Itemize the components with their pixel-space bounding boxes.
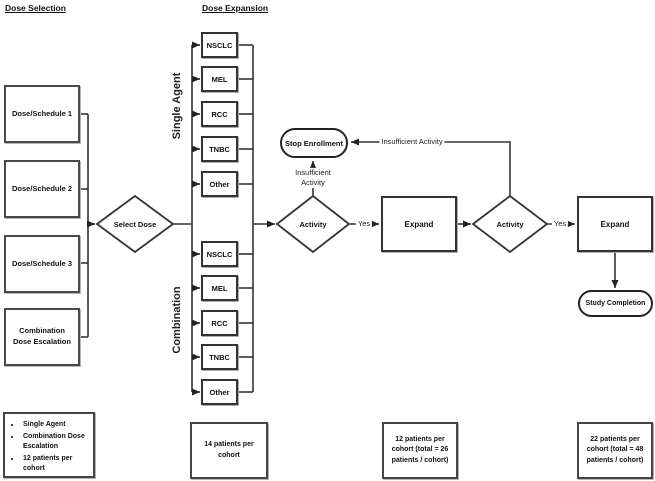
cohort-box-rcc-single: RCC — [201, 101, 238, 127]
cohort-box-other-combination: Other — [201, 379, 238, 405]
cohort-box-mel-combination: MEL — [201, 275, 238, 301]
cohort-box-mel-single: MEL — [201, 66, 238, 92]
cohort-box-rcc-combination: RCC — [201, 310, 238, 336]
cohort-box-nsclc-combination: NSCLC — [201, 241, 238, 267]
cohort-box-tnbc-single: TNBC — [201, 136, 238, 162]
activity-1-diamond-shape — [275, 194, 351, 254]
dose-schedule-2-box: Dose/Schedule 2 — [4, 160, 80, 218]
select-dose-diamond-shape — [95, 194, 175, 254]
study-completion-terminator: Study Completion — [578, 290, 653, 317]
expand-2-box: Expand — [577, 196, 653, 252]
cohort-box-other-single: Other — [201, 171, 238, 197]
dose-schedule-3-box: Dose/Schedule 3 — [4, 235, 80, 293]
expand-1-box: Expand — [381, 196, 457, 252]
single-agent-group-label: Single Agent — [171, 72, 183, 140]
combination-dose-escalation-box: Combination Dose Escalation — [4, 308, 80, 366]
bullet-item: 12 patients per cohort — [21, 454, 91, 475]
dose-schedule-1-box: Dose/Schedule 1 — [4, 85, 80, 143]
bullet-item: Combination Dose Escalation — [21, 432, 91, 453]
insufficient-activity-label-up: Insufficient Activity — [288, 167, 338, 189]
arrow-activity2-stop — [351, 138, 511, 196]
yes-label-2: Yes — [551, 218, 569, 230]
dose-selection-note-box: Single Agent Combination Dose Escalation… — [3, 412, 95, 478]
yes-label-1: Yes — [355, 218, 373, 230]
combination-group-label: Combination — [171, 286, 183, 354]
expand-2-cohort-size-note: 22 patients per cohort (total = 48 patie… — [577, 422, 653, 479]
activity-2-diamond-shape — [471, 194, 549, 254]
dose-expansion-header: Dose Expansion — [202, 3, 269, 13]
insufficient-activity-label-right: Insufficient Activity — [379, 136, 445, 148]
expand-1-cohort-size-note: 12 patients per cohort (total = 26 patie… — [382, 422, 458, 479]
dose-selection-bullet-list: Single Agent Combination Dose Escalation… — [5, 414, 93, 475]
stop-enrollment-terminator: Stop Enrollment — [280, 128, 348, 158]
cohort-box-tnbc-combination: TNBC — [201, 344, 238, 370]
decision-diamonds — [95, 194, 549, 254]
bullet-item: Single Agent — [21, 420, 91, 431]
dose-selection-header: Dose Selection — [5, 3, 66, 13]
expansion-cohort-size-note: 14 patients per cohort — [190, 422, 268, 479]
cohort-box-nsclc-single: NSCLC — [201, 32, 238, 58]
